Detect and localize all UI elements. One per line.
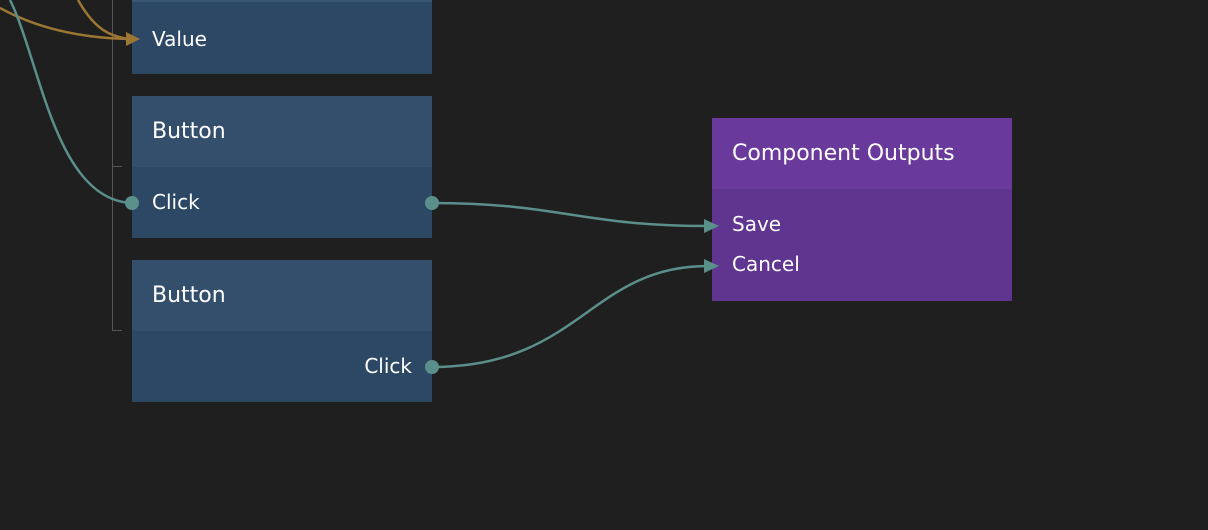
- node-top-partial-body: Value: [132, 0, 432, 74]
- node-component-outputs-title[interactable]: Component Outputs: [712, 118, 1012, 189]
- node-button-2-title[interactable]: Button: [132, 260, 432, 331]
- port-value-label[interactable]: Value: [152, 27, 207, 51]
- port-click-output-label[interactable]: Click: [364, 354, 412, 378]
- node-component-outputs[interactable]: Component Outputs Save Cancel: [712, 118, 1012, 301]
- node-button-1-body: Click: [132, 167, 432, 238]
- node-top-partial[interactable]: Value: [132, 0, 432, 74]
- group-bracket-tick: [112, 166, 122, 167]
- node-button-1[interactable]: Button Click: [132, 96, 432, 238]
- group-bracket-tick: [112, 330, 122, 331]
- value-wire-1[interactable]: [76, 0, 129, 41]
- group-bracket: [112, 0, 113, 330]
- value-wire-2[interactable]: [0, 6, 129, 41]
- signal-wire-into-button-1[interactable]: [8, 0, 133, 205]
- node-component-outputs-body: Save Cancel: [712, 189, 1012, 301]
- port-save-label[interactable]: Save: [732, 212, 782, 236]
- node-button-2[interactable]: Button Click: [132, 260, 432, 402]
- node-button-1-title[interactable]: Button: [132, 96, 432, 167]
- port-click-input-label[interactable]: Click: [152, 190, 200, 214]
- wire-click-to-cancel[interactable]: [431, 264, 709, 369]
- node-button-2-body: Click: [132, 331, 432, 402]
- wire-click-to-save[interactable]: [431, 201, 709, 228]
- port-cancel-label[interactable]: Cancel: [732, 252, 800, 276]
